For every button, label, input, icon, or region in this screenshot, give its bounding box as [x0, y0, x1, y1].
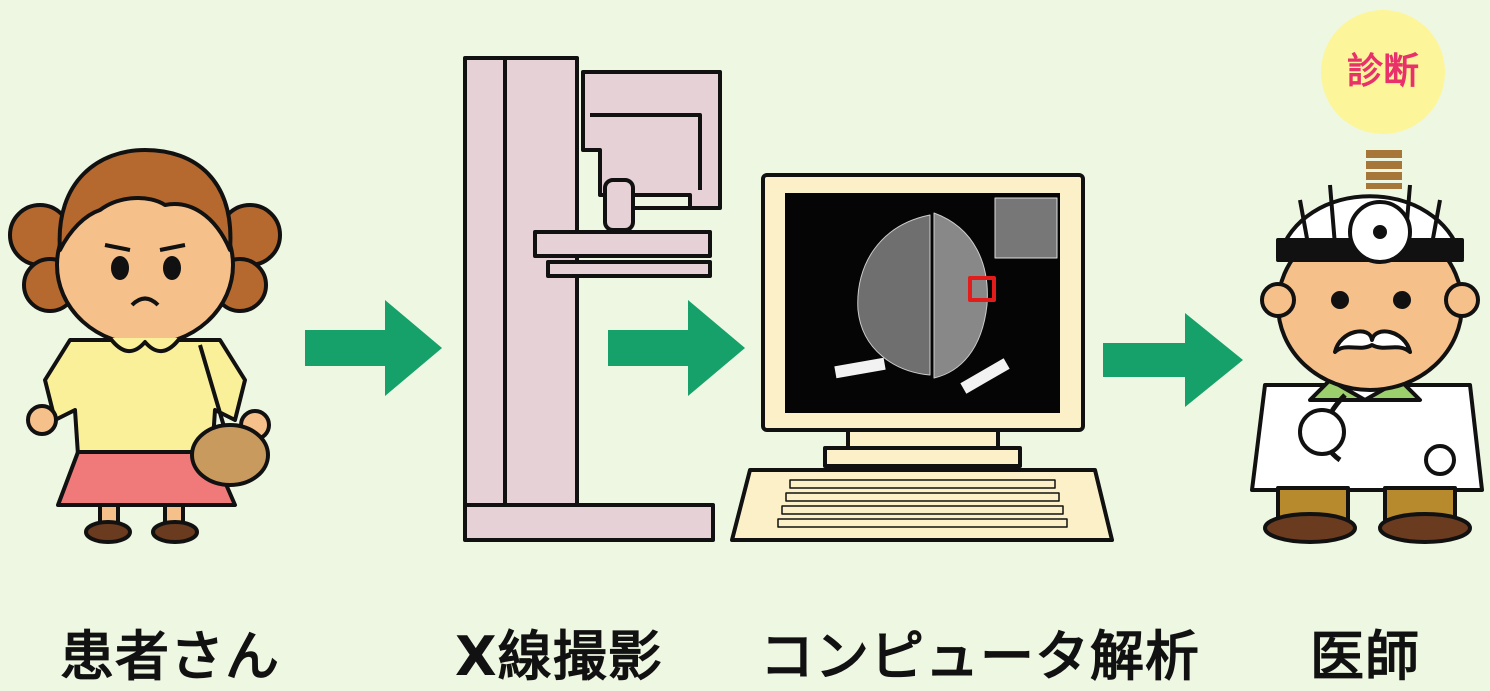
- patient-icon: [8, 148, 282, 544]
- arrow-right-icon: [305, 300, 442, 396]
- bulb-label-diagnosis: 診断: [1346, 51, 1419, 92]
- step-label-xray: X線撮影: [455, 625, 663, 688]
- step-label-patient: 患者さん: [60, 625, 280, 688]
- mammography-machine-icon: [463, 56, 722, 542]
- step-label-computer-analysis: コンピュータ解析: [760, 625, 1200, 688]
- lightbulb-icon: [1321, 10, 1445, 189]
- doctor-icon: [1250, 184, 1484, 544]
- computer-icon: [730, 173, 1114, 542]
- arrow-right-icon: [1103, 313, 1243, 407]
- step-label-doctor: 医師: [1310, 625, 1420, 688]
- arrow-right-icon: [608, 300, 745, 396]
